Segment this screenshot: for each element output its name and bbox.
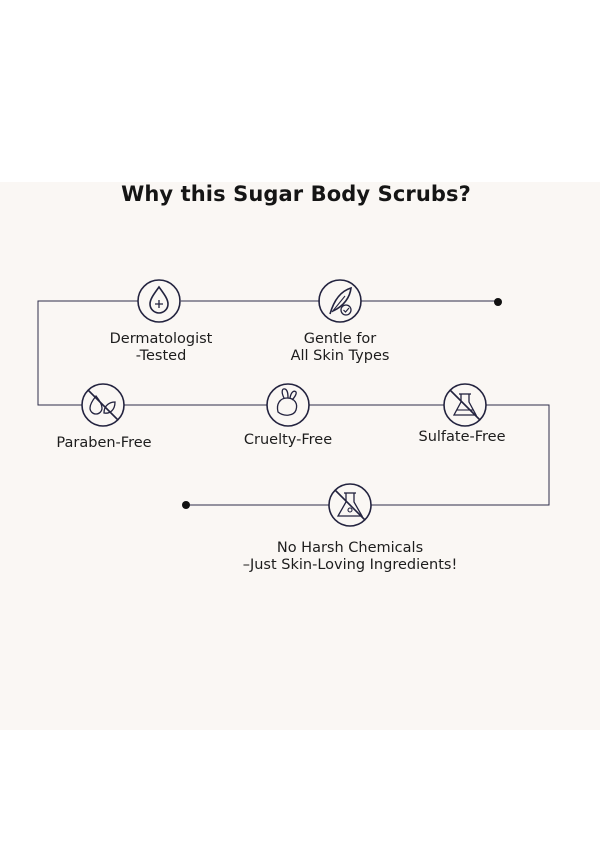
feature-label-cruelty: Cruelty-Free xyxy=(243,432,333,448)
feature-label-gentle: Gentle for All Skin Types xyxy=(290,331,390,364)
no-paraben-icon xyxy=(81,383,125,427)
connector-row1 xyxy=(37,300,138,406)
droplet-plus-icon xyxy=(137,279,181,323)
content-panel xyxy=(0,182,600,730)
rabbit-icon xyxy=(266,383,310,427)
no-chemicals-flask-icon xyxy=(328,483,372,527)
feature-label-paraben: Paraben-Free xyxy=(56,435,152,451)
feature-label-dermatologist: Dermatologist -Tested xyxy=(109,331,213,364)
page-title: Why this Sugar Body Scrubs? xyxy=(121,182,471,206)
flow-end-dot xyxy=(494,298,502,306)
connector-row2-c xyxy=(371,404,550,506)
feature-label-no-chemicals: No Harsh Chemicals –Just Skin-Loving Ing… xyxy=(242,540,458,573)
feather-check-icon xyxy=(318,279,362,323)
feature-label-sulfate: Sulfate-Free xyxy=(418,429,506,445)
flow-start-dot xyxy=(182,501,190,509)
no-sulfate-flask-icon xyxy=(443,383,487,427)
